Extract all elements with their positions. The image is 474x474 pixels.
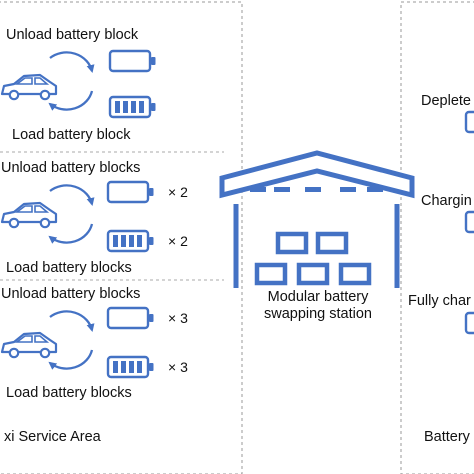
full-battery-icon [106, 229, 155, 253]
right-item-label: Deplete [421, 93, 471, 109]
battery-icon [464, 311, 474, 335]
multiplier-top: × 2 [168, 184, 188, 200]
cycle-arrow-icon [50, 52, 92, 109]
empty-battery-icon [106, 180, 155, 204]
warehouse-icon [219, 150, 415, 288]
empty-battery-icon [106, 306, 155, 330]
unload-label: Unload battery block [6, 27, 139, 43]
swap-section-1: Unload battery block Load battery block [0, 27, 157, 143]
car-icon [0, 201, 58, 229]
station-label-line2: swapping station [264, 306, 372, 322]
empty-battery-icon [108, 49, 157, 73]
right-panel-frame [400, 1, 474, 474]
unload-label: Unload battery blocks [1, 286, 140, 302]
swap-section-3: Unload battery blocks × 3 × 3 Load batte… [0, 286, 188, 401]
full-battery-icon [108, 95, 157, 119]
left-panel-label: xi Service Area [4, 429, 102, 445]
load-label: Load battery blocks [6, 260, 132, 276]
right-item-label: Chargin [421, 193, 472, 209]
load-label: Load battery block [12, 127, 131, 143]
left-panel-frame [0, 1, 243, 474]
multiplier-bottom: × 3 [168, 359, 188, 375]
load-label: Load battery blocks [6, 385, 132, 401]
right-item-label: Fully char [408, 293, 471, 309]
cycle-arrow-icon [50, 311, 92, 368]
multiplier-bottom: × 2 [168, 233, 188, 249]
car-icon [0, 331, 58, 359]
battery-icon [464, 210, 474, 234]
right-panel-label: Battery [424, 429, 471, 445]
full-battery-icon [106, 355, 155, 379]
battery-icon [464, 110, 474, 134]
unload-label: Unload battery blocks [1, 160, 140, 176]
station-label-line1: Modular battery [268, 289, 369, 305]
multiplier-top: × 3 [168, 310, 188, 326]
car-icon [0, 73, 58, 101]
swap-section-2: Unload battery blocks × 2 × 2 Load batte… [0, 160, 188, 276]
